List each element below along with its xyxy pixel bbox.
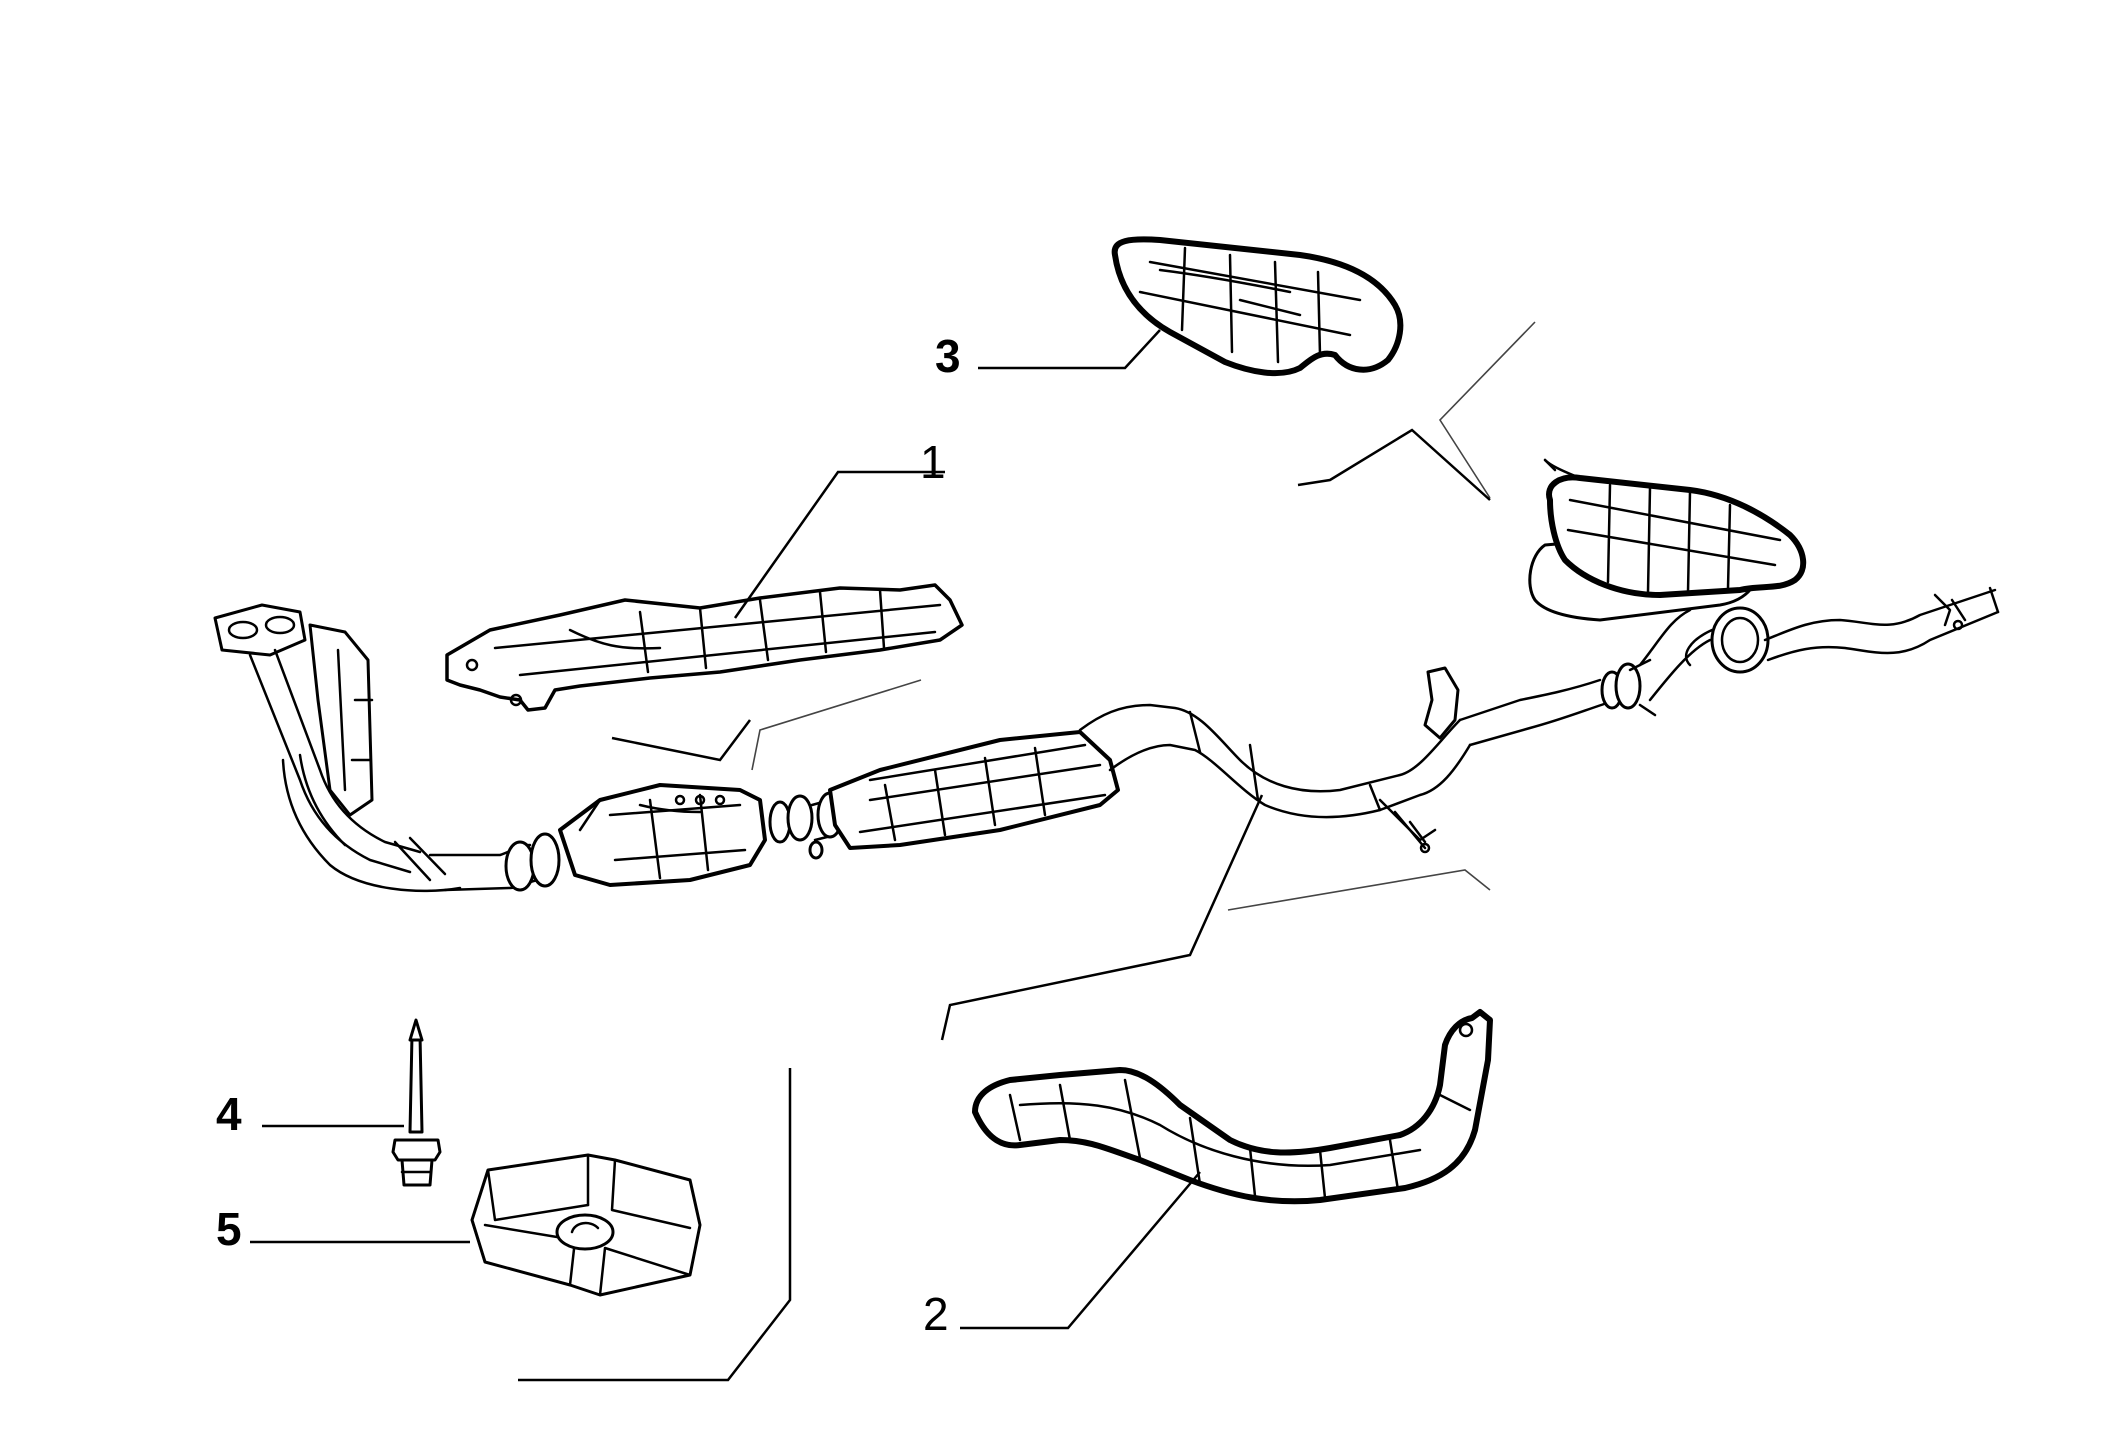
leader-line-rear — [1297, 428, 1491, 501]
leader-line-1-lower — [611, 719, 751, 762]
callout-3: 3 — [935, 330, 961, 382]
leader-line-2 — [960, 1171, 1201, 1330]
callout-2: 2 — [923, 1288, 949, 1340]
leader-line-1 — [733, 470, 945, 619]
callout-1: 1 — [920, 436, 946, 488]
exhaust-system-assembly — [213, 458, 2000, 893]
callout-5: 5 — [216, 1203, 242, 1255]
leader-line-2-upper — [940, 794, 1264, 1041]
shield-plate-part-5[interactable] — [470, 1153, 702, 1297]
heat-shield-part-1[interactable] — [445, 583, 964, 712]
callout-labels: 1 2 3 4 5 — [216, 330, 961, 1340]
leader-line-4-5-bracket — [518, 1068, 792, 1382]
heat-shield-part-3[interactable] — [1111, 236, 1404, 377]
guide-lines — [751, 321, 1536, 911]
leader-line-3 — [978, 329, 1161, 370]
heat-shield-part-2[interactable] — [972, 1009, 1493, 1205]
stud-bolt-part-4[interactable] — [391, 1018, 442, 1187]
leader-lines — [250, 329, 1491, 1382]
callout-4: 4 — [216, 1088, 242, 1140]
